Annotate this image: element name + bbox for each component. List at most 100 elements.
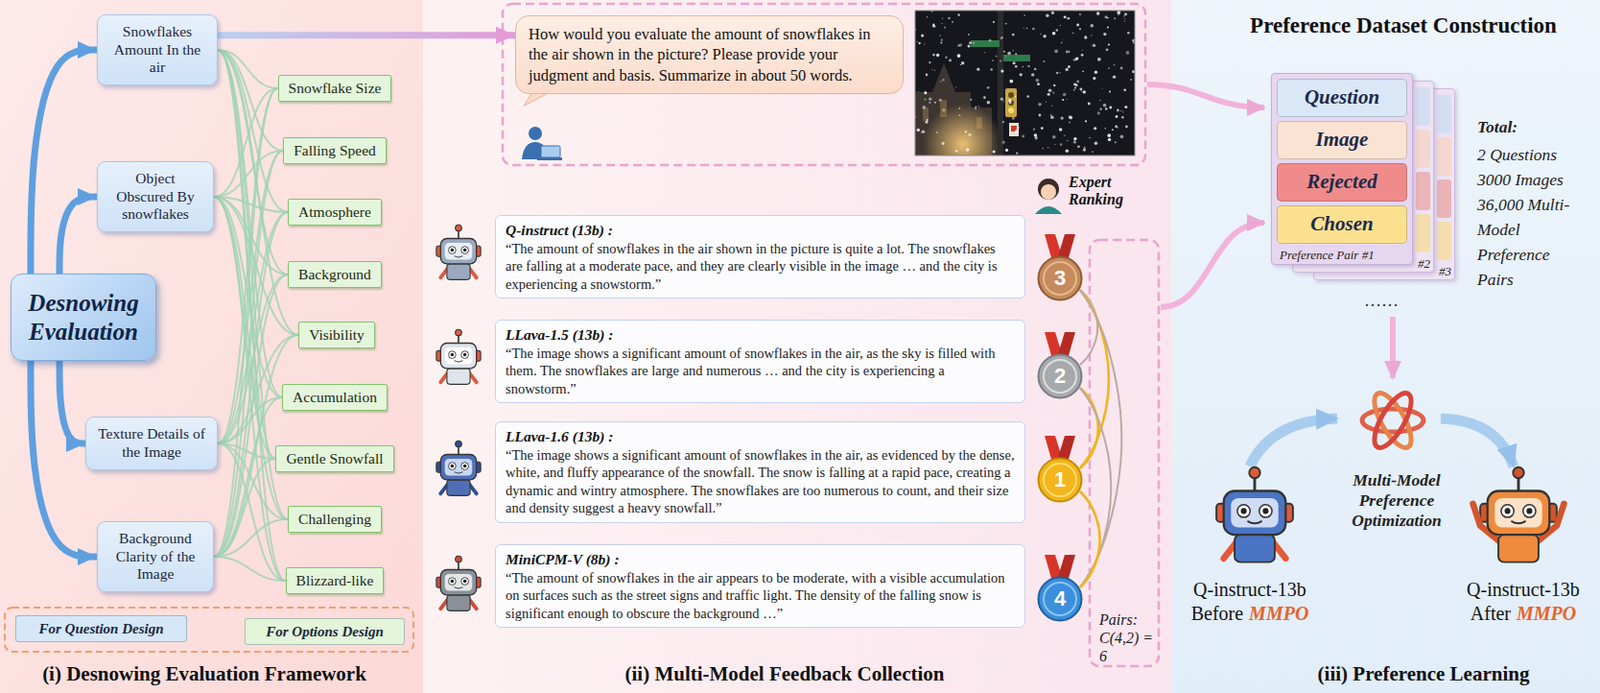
- snowflake: [959, 114, 962, 117]
- snowflake: [1067, 65, 1071, 69]
- box-text: Accumulation: [292, 387, 377, 406]
- robot-icon: [436, 329, 481, 384]
- snowflake: [1051, 11, 1055, 15]
- snowflake: [951, 21, 954, 24]
- label-box: (ii) Multi-Model Feedback Collection: [624, 661, 944, 686]
- snowflake: [948, 58, 952, 62]
- box-text: Snowflake Size: [288, 78, 382, 97]
- robot-eye: [1501, 504, 1514, 518]
- box-text: Snowflakes Amount In the air: [109, 23, 206, 78]
- snowflake: [1065, 148, 1069, 152]
- snowflake: [1124, 105, 1128, 109]
- expert-body: [1035, 206, 1062, 214]
- snowflake: [967, 133, 971, 137]
- box-text: Visibility: [308, 325, 365, 344]
- snowflake: [1008, 98, 1012, 103]
- snowflake: [968, 41, 972, 45]
- root-box: Desnowing Evaluation: [10, 273, 157, 361]
- snowflake: [936, 131, 939, 134]
- snowflake: [1122, 111, 1124, 113]
- snowflake: [1056, 71, 1059, 75]
- snowflake: [1054, 49, 1059, 54]
- snowflake: [960, 64, 962, 66]
- snowflake: [941, 78, 944, 81]
- snowflake: [965, 147, 970, 152]
- box-text: Gentle Snowfall: [285, 448, 383, 468]
- label-box: After: [1470, 602, 1511, 625]
- robot-face: [1230, 497, 1278, 527]
- box-text: 1: [1054, 467, 1066, 493]
- snowflake: [1026, 27, 1029, 30]
- box-text: Question: [1304, 85, 1380, 110]
- card-strip: [1415, 87, 1431, 126]
- snowflake: [964, 130, 967, 133]
- robot-pupil: [450, 248, 455, 253]
- expert-face: [1040, 184, 1057, 200]
- connector: [1080, 387, 1112, 588]
- snowflake: [1073, 89, 1076, 92]
- medal-ring: [1043, 463, 1077, 496]
- box-text: Q-instruct (13b) :: [505, 220, 1015, 240]
- illustrations: [436, 92, 1565, 611]
- snowflake: [923, 91, 927, 95]
- label-text: 36,000 Multi-Model Preference Pairs: [1477, 191, 1585, 292]
- box-text: Object Obscured By snowflakes: [109, 169, 202, 225]
- snowflake: [1090, 34, 1092, 36]
- snowflake: [1000, 69, 1004, 72]
- box-text: Challenging: [298, 509, 372, 528]
- snowflake: [1000, 97, 1004, 101]
- label-box: ……: [1364, 290, 1399, 311]
- snowflake: [920, 34, 924, 38]
- robot-icon: [1473, 467, 1565, 563]
- snowflake: [1108, 106, 1112, 110]
- label-box: Q-instruct-13b: [1193, 578, 1307, 601]
- robot-pupil: [1526, 507, 1532, 514]
- snowflake: [1016, 126, 1020, 130]
- label-text: 3000 Images: [1477, 166, 1585, 192]
- label-box: 2 Questions: [1477, 141, 1585, 167]
- snowflake: [1035, 78, 1039, 83]
- box-text: Falling Speed: [293, 141, 377, 160]
- laptop: [541, 145, 561, 158]
- snowflake: [1103, 103, 1107, 108]
- connector: [59, 360, 86, 444]
- robot-pupil: [463, 248, 468, 253]
- snowflake: [1079, 13, 1082, 16]
- snowflake: [1003, 100, 1005, 102]
- snowflake: [1103, 32, 1106, 36]
- robot-pupil: [450, 579, 455, 584]
- snowflake: [1127, 31, 1130, 34]
- snowflake: [1087, 102, 1091, 106]
- snowflake: [1105, 47, 1109, 51]
- box-text: Image: [1316, 127, 1369, 152]
- snowflake: [1058, 71, 1060, 73]
- knot-loop: [1362, 408, 1424, 432]
- rank-medal: 4: [1036, 575, 1083, 622]
- snowflake: [1033, 128, 1036, 131]
- response-box: LLava-1.5 (13b) :“The image shows a sign…: [494, 319, 1026, 403]
- robot-face: [1494, 497, 1542, 527]
- snowflake: [1081, 91, 1083, 93]
- snowflake: [1104, 127, 1106, 130]
- knot-loop: [1367, 387, 1419, 452]
- snowflake: [917, 128, 921, 133]
- snowflake: [1083, 35, 1087, 39]
- snowflake: [1005, 148, 1009, 152]
- photo-frame: [915, 10, 1135, 156]
- snowflake: [1091, 150, 1093, 152]
- snowflake: [1027, 65, 1030, 68]
- snowflake: [955, 86, 957, 88]
- snowflake: [1081, 53, 1084, 57]
- field-box: Rejected: [1276, 163, 1408, 202]
- snowflake: [967, 33, 970, 36]
- snowflake: [917, 91, 919, 93]
- snowflake: [928, 101, 931, 104]
- snowflake: [1112, 74, 1116, 78]
- flow-arrow: [1249, 418, 1338, 467]
- snowflake: [958, 107, 961, 110]
- snowflake: [1124, 20, 1127, 23]
- legend-text: For Options Design: [265, 623, 384, 640]
- snowflake: [961, 148, 963, 150]
- snowflake: [1066, 98, 1068, 100]
